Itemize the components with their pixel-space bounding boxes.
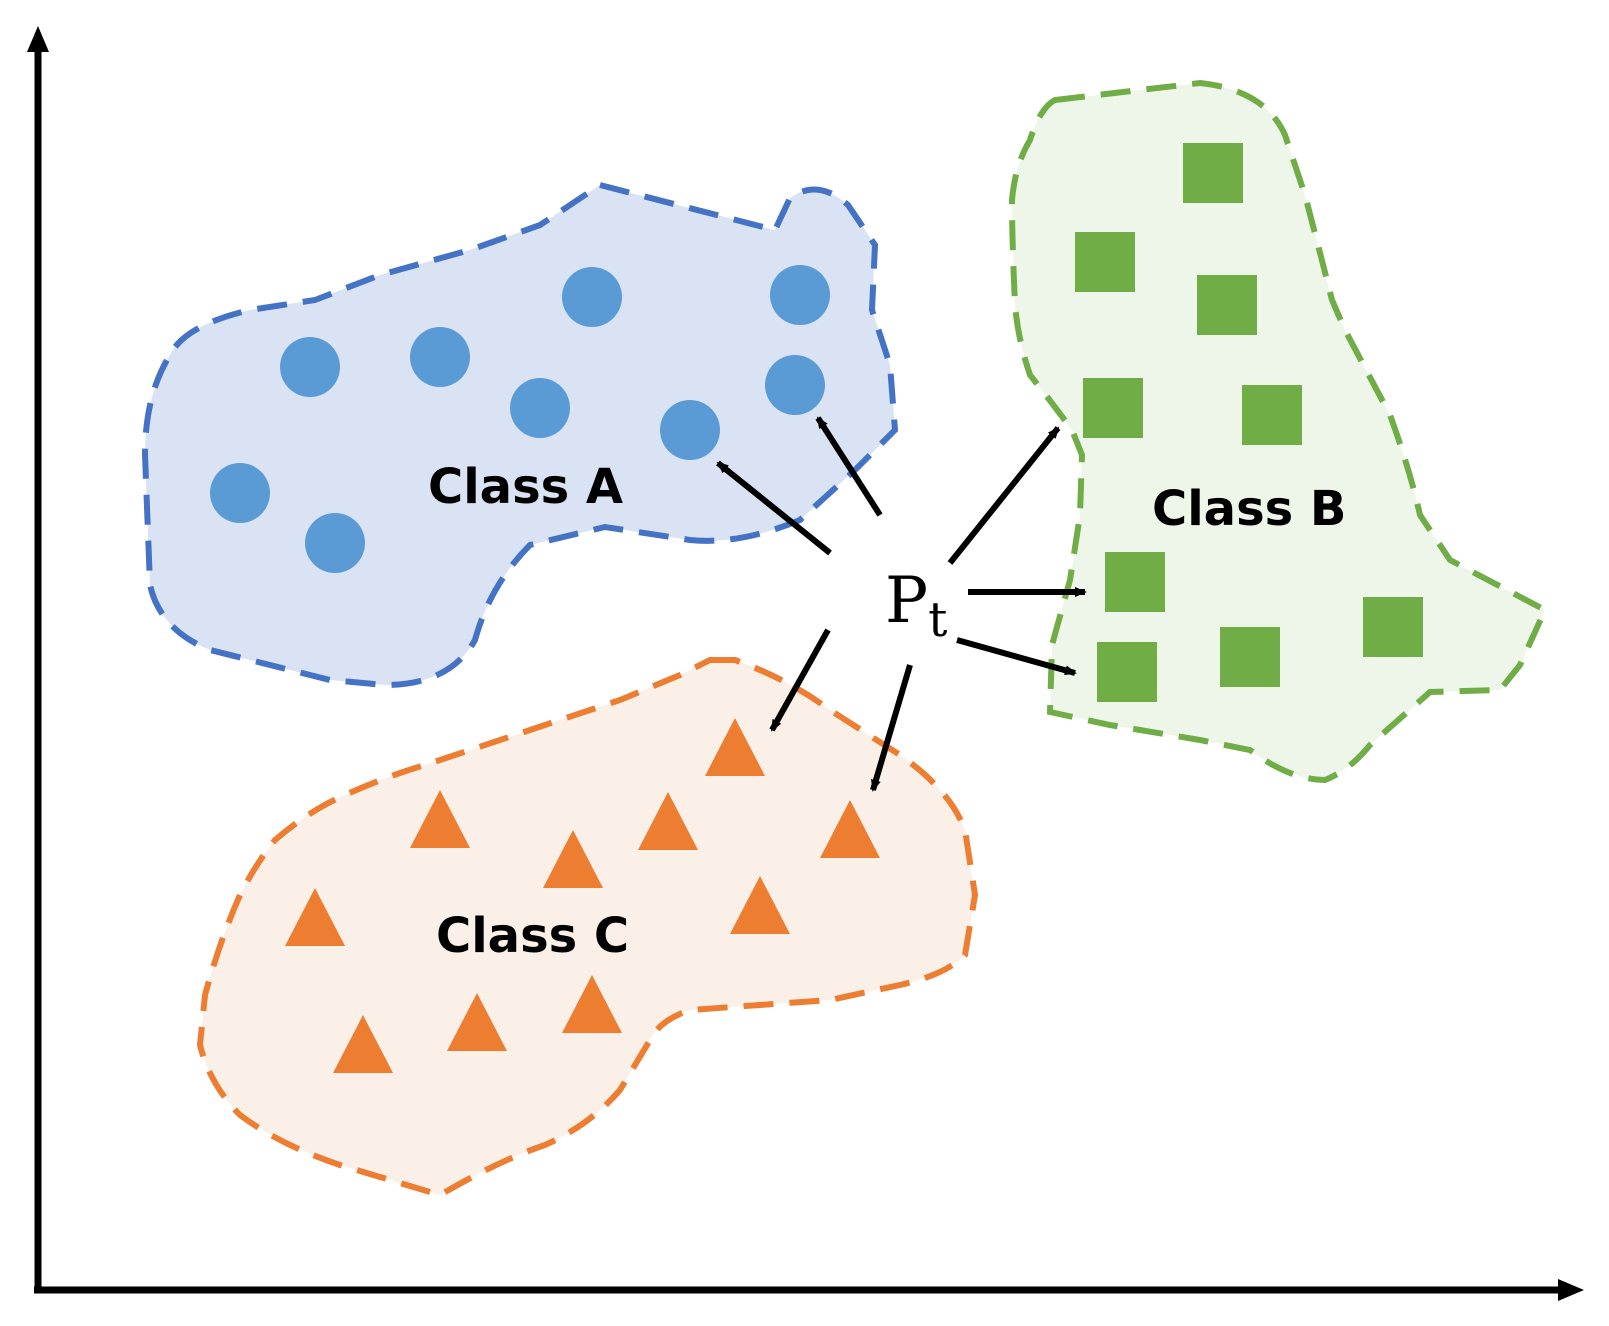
query-point: Pt	[885, 564, 947, 648]
class-a-point	[210, 463, 270, 523]
class-c-point	[820, 800, 880, 858]
class-a-label: Class A	[428, 459, 623, 515]
class-c-point	[447, 993, 507, 1051]
class-c-point	[333, 1015, 393, 1073]
class-b-point	[1075, 232, 1135, 292]
class-a-point	[510, 378, 570, 438]
arrows	[716, 416, 1087, 792]
class-a-point	[660, 400, 720, 460]
class-a-point	[562, 267, 622, 327]
class-c-point	[638, 792, 698, 850]
arrow-to-class-c	[870, 664, 913, 792]
class-a-point	[770, 265, 830, 325]
class-b-point	[1105, 552, 1165, 612]
class-c-cluster: Class C	[196, 657, 979, 1199]
arrow-to-class-a	[716, 460, 832, 556]
arrow-to-class-b	[947, 426, 1061, 565]
class-a-point	[305, 513, 365, 573]
class-b-cluster: Class B	[1008, 79, 1549, 784]
class-c-point	[562, 975, 622, 1033]
class-c-point	[285, 888, 345, 946]
class-a-point	[765, 355, 825, 415]
class-b-point	[1220, 627, 1280, 687]
class-c-point	[543, 830, 603, 888]
class-b-point	[1197, 275, 1257, 335]
class-c-point	[410, 790, 470, 848]
class-c-point	[705, 718, 765, 776]
arrow-to-class-b	[956, 637, 1077, 676]
class-b-point	[1083, 378, 1143, 438]
axes	[27, 26, 1584, 1301]
arrow-to-class-a	[815, 416, 883, 517]
class-b-point	[1183, 143, 1243, 203]
class-a-point	[410, 327, 470, 387]
class-b-point	[1363, 597, 1423, 657]
class-a-cluster: Class A	[141, 181, 899, 689]
class-a-point	[280, 337, 340, 397]
class-b-label: Class B	[1152, 481, 1347, 537]
query-point-label: Pt	[885, 564, 947, 648]
class-b-point	[1097, 642, 1157, 702]
class-b-point	[1242, 385, 1302, 445]
arrow-to-class-c	[769, 628, 831, 732]
class-c-label: Class C	[436, 908, 629, 964]
class-c-point	[730, 876, 790, 934]
class-c-region	[196, 657, 979, 1199]
class-a-region	[141, 181, 899, 689]
